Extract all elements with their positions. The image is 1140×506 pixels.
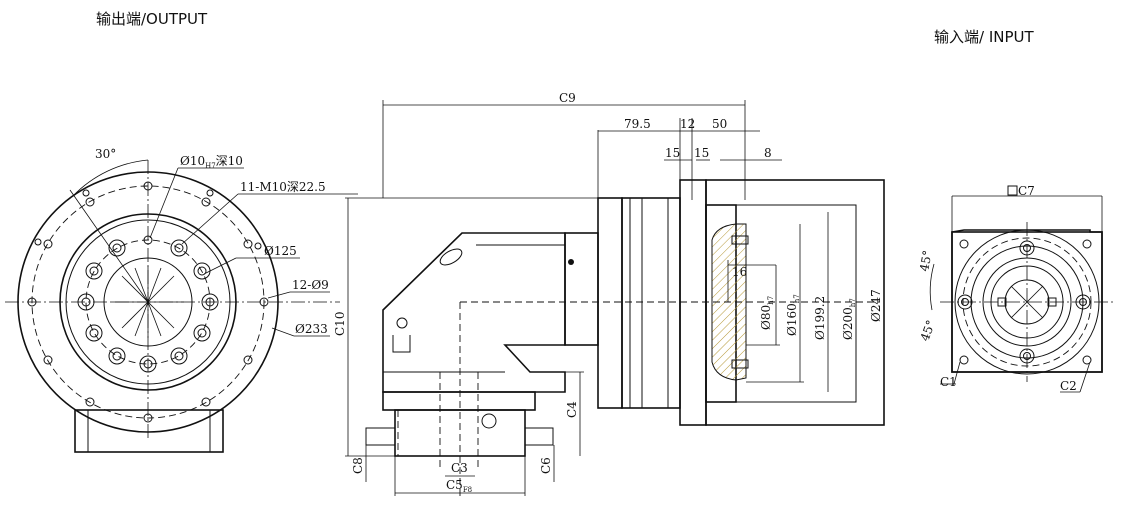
output-flange-view: 30° Ø10H7深10 11-M10深22.5 Ø125 12-Ø9 Ø233: [5, 147, 358, 453]
input-flange-view: C7 45° 45° C1 C2: [917, 184, 1115, 393]
side-view: C9 79.5 12 50 15 15 8: [333, 91, 885, 500]
dim-16: 16: [732, 265, 747, 279]
dim-c7: C7: [1018, 184, 1035, 198]
dim-c8: C8: [351, 457, 365, 474]
input-angle-top: 45°: [917, 249, 934, 272]
output-outer-circle-label: Ø233: [295, 322, 328, 336]
dim-dia247: Ø247: [869, 289, 883, 322]
dim-c3: C3: [451, 461, 468, 475]
dim-dia80: Ø80h7: [759, 296, 775, 330]
dim-15a: 15: [665, 146, 680, 160]
dim-c10: C10: [333, 312, 347, 336]
output-header: 输出端/OUTPUT: [96, 10, 208, 28]
dim-8: 8: [764, 146, 772, 160]
output-pin-hole-label: Ø10H7深10: [180, 154, 243, 170]
output-bolt-circle-label: Ø125: [264, 244, 297, 258]
center-dot: [568, 259, 574, 265]
dim-12: 12: [680, 117, 695, 131]
output-through-holes: [27, 181, 269, 423]
dim-c2: C2: [1060, 379, 1077, 393]
flange-plate: [597, 197, 623, 409]
dim-50: 50: [712, 117, 727, 131]
dim-dia200: Ø200h7: [841, 298, 857, 340]
dim-c4: C4: [565, 401, 579, 418]
dim-c1: C1: [940, 375, 957, 389]
dim-c9: C9: [559, 91, 576, 105]
dim-79-5: 79.5: [624, 117, 651, 131]
output-pin-hole: [143, 235, 153, 245]
angle-housing: [382, 232, 566, 393]
output-tapped-holes: [77, 235, 219, 373]
dim-dia160: Ø160h7: [785, 294, 801, 336]
output-angle-label: 30°: [95, 147, 116, 161]
dim-dia199: Ø199.2: [813, 296, 827, 340]
dim-15b: 15: [694, 146, 709, 160]
output-tapped-holes-label: 11-M10深22.5: [240, 180, 326, 194]
input-header: 输入端/ INPUT: [934, 28, 1034, 46]
dim-c6: C6: [539, 457, 553, 474]
dim-c5: C5F8: [446, 478, 472, 494]
input-angle-bottom: 45°: [918, 318, 938, 343]
output-through-holes-label: 12-Ø9: [292, 278, 329, 292]
output-base-tab: [74, 409, 224, 453]
